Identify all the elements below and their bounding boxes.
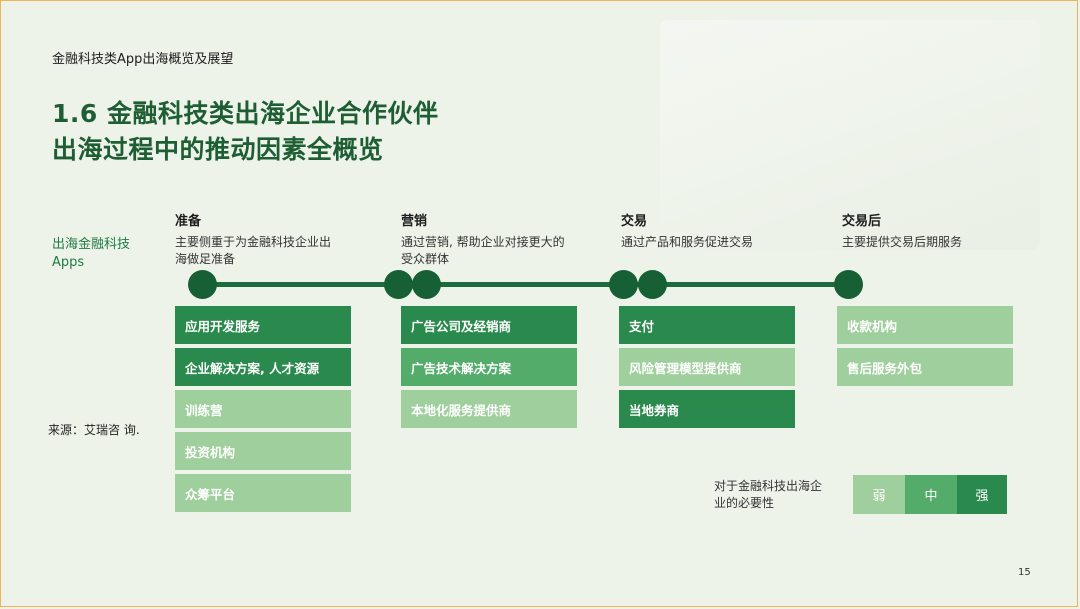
stage-title-prepare: 准备 (175, 214, 202, 229)
background-decoration (660, 20, 1040, 250)
row-label-line-2: Apps (52, 255, 85, 270)
partner-box: 投资机构 (175, 432, 351, 470)
timeline-node (412, 270, 441, 299)
legend-weak: 弱 (853, 475, 905, 514)
row-label-line-1: 出海金融科技 (52, 237, 131, 252)
partner-box: 收款机构 (837, 306, 1013, 344)
timeline-node (188, 270, 217, 299)
page-number: 15 (1018, 567, 1031, 578)
partner-box: 售后服务外包 (837, 348, 1013, 386)
legend-label-line-1: 对于金融科技出海企 (714, 479, 823, 493)
partner-box: 企业解决方案, 人才资源 (175, 348, 351, 386)
legend-strong: 强 (957, 475, 1007, 514)
timeline-node (609, 270, 638, 299)
row-label: 出海金融科技 Apps (52, 236, 130, 272)
legend-label: 对于金融科技出海企 业的必要性 (714, 478, 822, 512)
timeline-node (834, 270, 863, 299)
timeline-node (638, 270, 667, 299)
partner-box: 广告技术解决方案 (401, 348, 577, 386)
partner-box: 训练营 (175, 390, 351, 428)
title-line-2: 出海过程中的推动因素全概览 (52, 135, 384, 164)
stage-desc-transaction: 通过产品和服务促进交易 (621, 235, 754, 249)
slide-title: 1.6 金融科技类出海企业合作伙伴 出海过程中的推动因素全概览 (52, 96, 439, 168)
title-line-1: 1.6 金融科技类出海企业合作伙伴 (52, 99, 439, 128)
stage-desc-prepare: 主要侧重于为金融科技企业出海做足准备 (175, 235, 332, 266)
stage-desc-post-transaction: 主要提供交易后期服务 (842, 235, 963, 249)
stage-title-transaction: 交易 (621, 214, 648, 229)
stage-title-marketing: 营销 (401, 214, 428, 229)
stage-title-post-transaction: 交易后 (842, 214, 882, 229)
partner-box: 众筹平台 (175, 474, 351, 512)
partner-box: 支付 (619, 306, 795, 344)
partner-box: 本地化服务提供商 (401, 390, 577, 428)
stage-desc-marketing: 通过营销, 帮助企业对接更大的受众群体 (401, 235, 565, 266)
report-title: 金融科技类App出海概览及展望 (52, 52, 234, 67)
source-note: 来源：艾瑞咨 询. (48, 423, 140, 437)
legend-medium: 中 (905, 475, 957, 514)
legend-label-line-2: 业的必要性 (714, 496, 775, 510)
partner-box: 广告公司及经销商 (401, 306, 577, 344)
partner-box: 风险管理模型提供商 (619, 348, 795, 386)
partner-box: 当地券商 (619, 390, 795, 428)
timeline-line (202, 282, 850, 287)
partner-box: 应用开发服务 (175, 306, 351, 344)
timeline-node (384, 270, 413, 299)
